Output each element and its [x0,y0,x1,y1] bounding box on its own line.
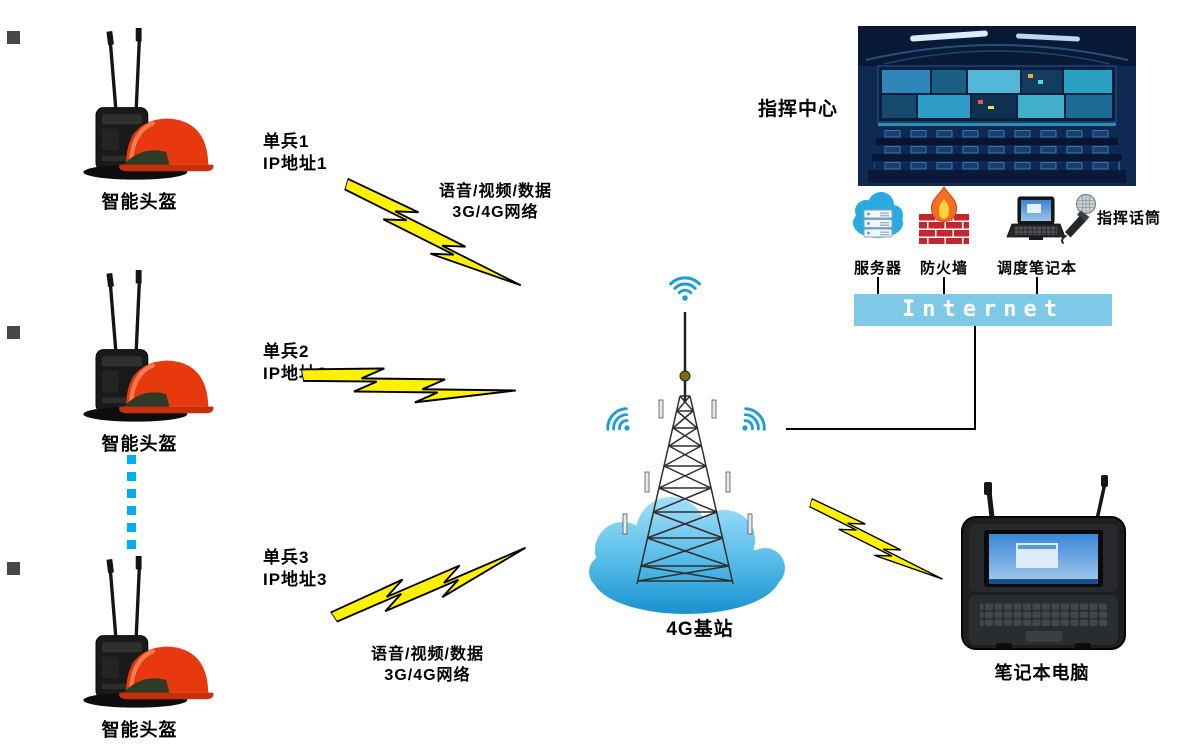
continuation-dots [127,455,136,550]
wifi-signal-left-icon [601,403,640,442]
command-center-photo [858,26,1136,186]
soldier-ip: IP地址1 [263,154,328,174]
tower-lattice [636,395,734,585]
soldier-ip: IP地址3 [263,570,328,590]
connector-server-internet [877,277,879,294]
soldier-name: 单兵3 [263,548,310,567]
link-network-type: 3G/4G网络 [452,204,539,222]
laptop-keyboard [980,603,1107,627]
soldier-id-1: 单兵1 IP地址1 [263,131,328,176]
soldier-unit-2: 智能头盔 [64,270,215,456]
smart-helmet-icon [64,556,215,711]
soldier-name: 单兵1 [263,132,310,151]
link-annotation-top: 语音/视频/数据 3G/4G网络 [408,181,583,223]
server-label: 服务器 [853,260,902,277]
flame-inner [938,199,950,219]
link-network-type: 3G/4G网络 [384,667,471,685]
smart-helmet-label: 智能头盔 [101,192,178,212]
microphone-icon [1061,193,1097,245]
dispatch-laptop-icon [1006,196,1066,240]
smart-helmet-icon [64,28,215,183]
smart-helmet-icon [64,270,215,425]
internet-label: Internet [902,297,1064,322]
microphone-label: 指挥话筒 [1097,210,1162,227]
field-laptop-icon [961,475,1126,650]
command-center-label: 指挥中心 [758,99,839,120]
link-media-types: 语音/视频/数据 [439,183,552,200]
server-icon [853,192,903,238]
connector-internet-down [974,326,976,430]
link-media-types: 语音/视频/数据 [371,646,484,663]
smart-helmet-label: 智能头盔 [101,434,178,454]
firewall-label: 防火墙 [919,260,968,277]
connector-tower-internet [786,428,976,430]
field-laptop-label: 笔记本电脑 [994,663,1090,683]
soldier-unit-3: 智能头盔 [64,556,215,742]
lightning-link-icon-2 [300,329,516,430]
cloud-shape [589,497,785,614]
soldier-unit-1: 智能头盔 [64,28,215,214]
edge-marker-1 [7,31,20,44]
server-racks [863,209,893,238]
edge-marker-3 [7,562,20,575]
base-station-label: 4G基站 [666,619,734,640]
smart-helmet-label: 智能头盔 [101,720,178,740]
wifi-signal-top-icon [669,276,701,303]
internet-bar: Internet [854,294,1112,326]
connector-firewall-internet [943,277,945,294]
edge-marker-2 [7,326,20,339]
wifi-signal-right-icon [732,403,771,442]
lightning-link-icon-4 [800,496,955,582]
dispatch-laptop-label: 调度笔记本 [996,260,1077,277]
base-station-icon [589,276,785,614]
video-wall-tiles [882,70,1112,118]
link-annotation-bottom: 语音/视频/数据 3G/4G网络 [345,644,510,686]
lightning-link-icon-3 [328,499,527,662]
soldier-id-3: 单兵3 IP地址3 [263,547,328,592]
connector-laptop-internet [1036,277,1038,294]
soldier-name: 单兵2 [263,342,310,361]
firewall-icon [919,186,969,244]
antenna-panels [622,399,753,535]
